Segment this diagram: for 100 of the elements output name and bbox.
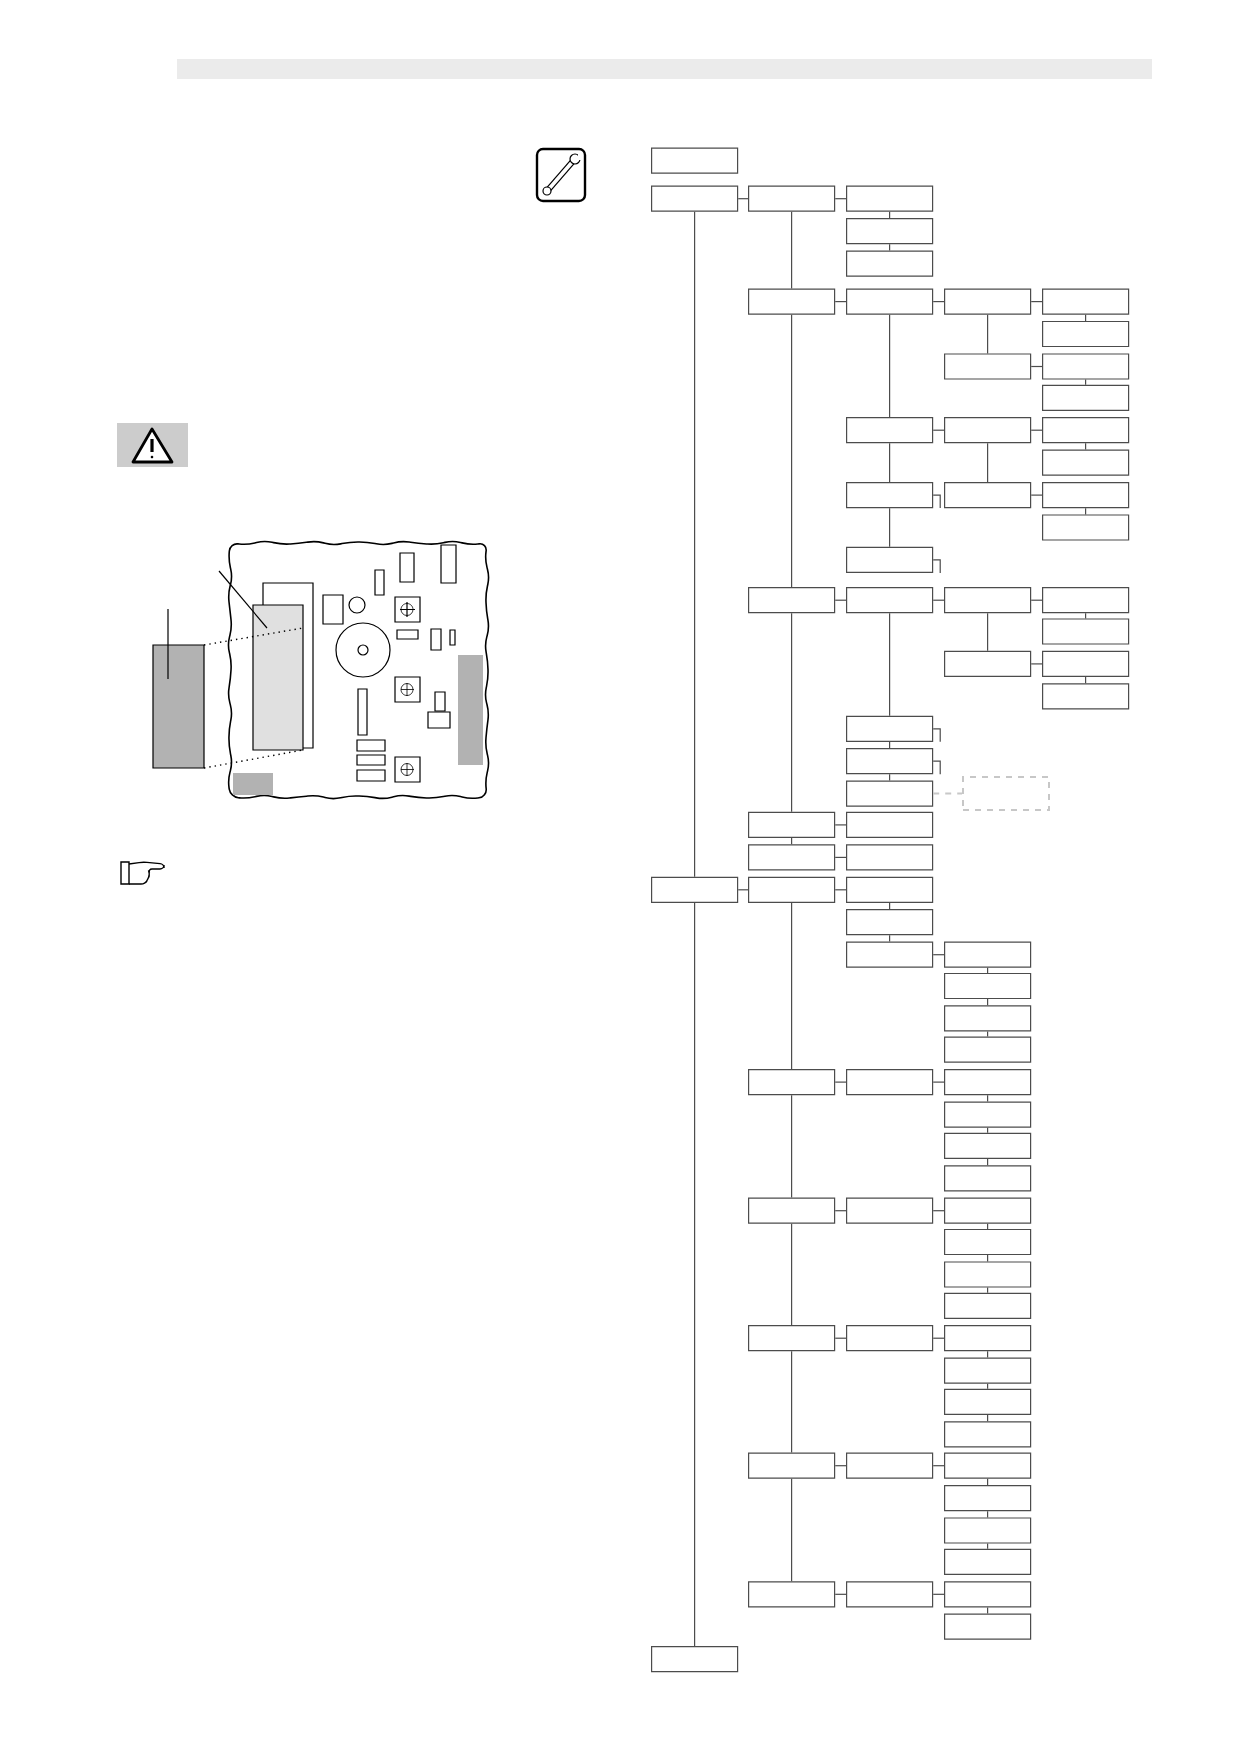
menu-box xyxy=(846,218,934,245)
menu-box xyxy=(748,876,836,903)
menu-box xyxy=(1042,320,1130,348)
menu-box xyxy=(846,909,934,936)
menu-box xyxy=(846,250,934,277)
connector-line xyxy=(987,1383,989,1390)
connector-line xyxy=(932,1593,945,1595)
connector-line xyxy=(889,314,891,418)
connector-line xyxy=(987,1414,989,1422)
menu-box xyxy=(1042,384,1130,411)
connector-line xyxy=(932,1465,945,1467)
menu-box xyxy=(944,482,1032,509)
connector-line xyxy=(1030,365,1043,368)
connector-line xyxy=(1085,314,1087,322)
menu-box xyxy=(1042,514,1130,541)
menu-box xyxy=(1042,587,1130,614)
connector-line xyxy=(987,314,989,354)
menu-box xyxy=(748,587,836,614)
menu-box xyxy=(651,1646,739,1673)
menu-box xyxy=(1042,288,1130,315)
menu-box xyxy=(846,876,934,903)
menu-box xyxy=(944,972,1032,1000)
menu-box xyxy=(944,1228,1032,1256)
connector-line xyxy=(834,856,847,858)
menu-box xyxy=(748,1069,836,1096)
menu-box xyxy=(846,482,934,509)
connector-line xyxy=(834,599,847,601)
connector-line xyxy=(932,1210,945,1212)
connector-line xyxy=(987,1606,989,1615)
connector-line xyxy=(791,612,793,813)
menu-box xyxy=(944,1101,1032,1128)
connector-line xyxy=(791,1223,793,1326)
menu-box xyxy=(748,1325,836,1352)
menu-box xyxy=(944,1261,1032,1288)
menu-box xyxy=(944,650,1032,677)
connector-line xyxy=(834,889,847,891)
connector-line xyxy=(987,1478,989,1486)
menu-box xyxy=(944,587,1032,614)
menu-box xyxy=(846,780,934,807)
connector-line xyxy=(987,1543,989,1550)
connector-line xyxy=(889,507,891,548)
connector-line xyxy=(694,902,696,1647)
connector-line xyxy=(1030,429,1043,431)
menu-box xyxy=(944,1485,1032,1512)
connector-line xyxy=(987,1287,989,1294)
menu-box xyxy=(748,1197,836,1224)
menu-box xyxy=(651,876,739,903)
connector-line xyxy=(987,1223,989,1230)
menu-box xyxy=(748,844,836,871)
menu-box xyxy=(944,1132,1032,1159)
connector-line xyxy=(889,741,891,749)
menu-box xyxy=(944,1452,1032,1479)
connector-line xyxy=(1085,442,1087,451)
connector-line xyxy=(1030,301,1043,303)
menu-box xyxy=(748,185,836,212)
menu-box xyxy=(748,1452,836,1479)
menu-box xyxy=(944,1517,1032,1544)
connector-line xyxy=(987,1510,989,1518)
connector-line xyxy=(1085,507,1087,515)
connector-line xyxy=(737,198,749,200)
connector-line xyxy=(1030,663,1043,665)
connector-line xyxy=(987,1127,989,1134)
connector-line xyxy=(987,1030,989,1038)
menu-box xyxy=(962,776,1050,812)
connector-line xyxy=(889,612,891,717)
menu-box xyxy=(1042,417,1130,444)
connector-line xyxy=(1030,494,1043,496)
menu-box xyxy=(1042,618,1130,645)
connector-line xyxy=(737,889,749,891)
menu-box xyxy=(846,587,934,614)
menu-box xyxy=(846,546,934,573)
connector-line xyxy=(791,314,793,588)
connector-line xyxy=(987,967,989,974)
connector-line xyxy=(889,902,891,910)
menu-box xyxy=(748,288,836,315)
connector-line xyxy=(987,998,989,1006)
connector-line xyxy=(932,1081,945,1083)
connector-line xyxy=(791,837,793,845)
connector-line xyxy=(834,1465,847,1467)
menu-box xyxy=(944,288,1032,315)
menu-box xyxy=(944,1005,1032,1032)
connector-line xyxy=(834,1337,847,1339)
menu-box xyxy=(944,1292,1032,1319)
connector-line xyxy=(987,1094,989,1103)
menu-box xyxy=(944,417,1032,444)
menu-box xyxy=(846,288,934,315)
menu-box xyxy=(1042,683,1130,710)
menu-box xyxy=(944,1357,1032,1384)
menu-box xyxy=(944,1421,1032,1448)
connector-line xyxy=(889,243,891,252)
menu-box xyxy=(944,1197,1032,1224)
connector-line xyxy=(834,1593,847,1595)
connector-line xyxy=(694,211,696,878)
connector-line xyxy=(987,442,989,483)
connector-line xyxy=(987,1254,989,1262)
connector-line xyxy=(932,301,945,303)
menu-box xyxy=(846,748,934,775)
connector-line xyxy=(791,211,793,290)
menu-box xyxy=(748,1581,836,1608)
menu-box xyxy=(748,811,836,838)
